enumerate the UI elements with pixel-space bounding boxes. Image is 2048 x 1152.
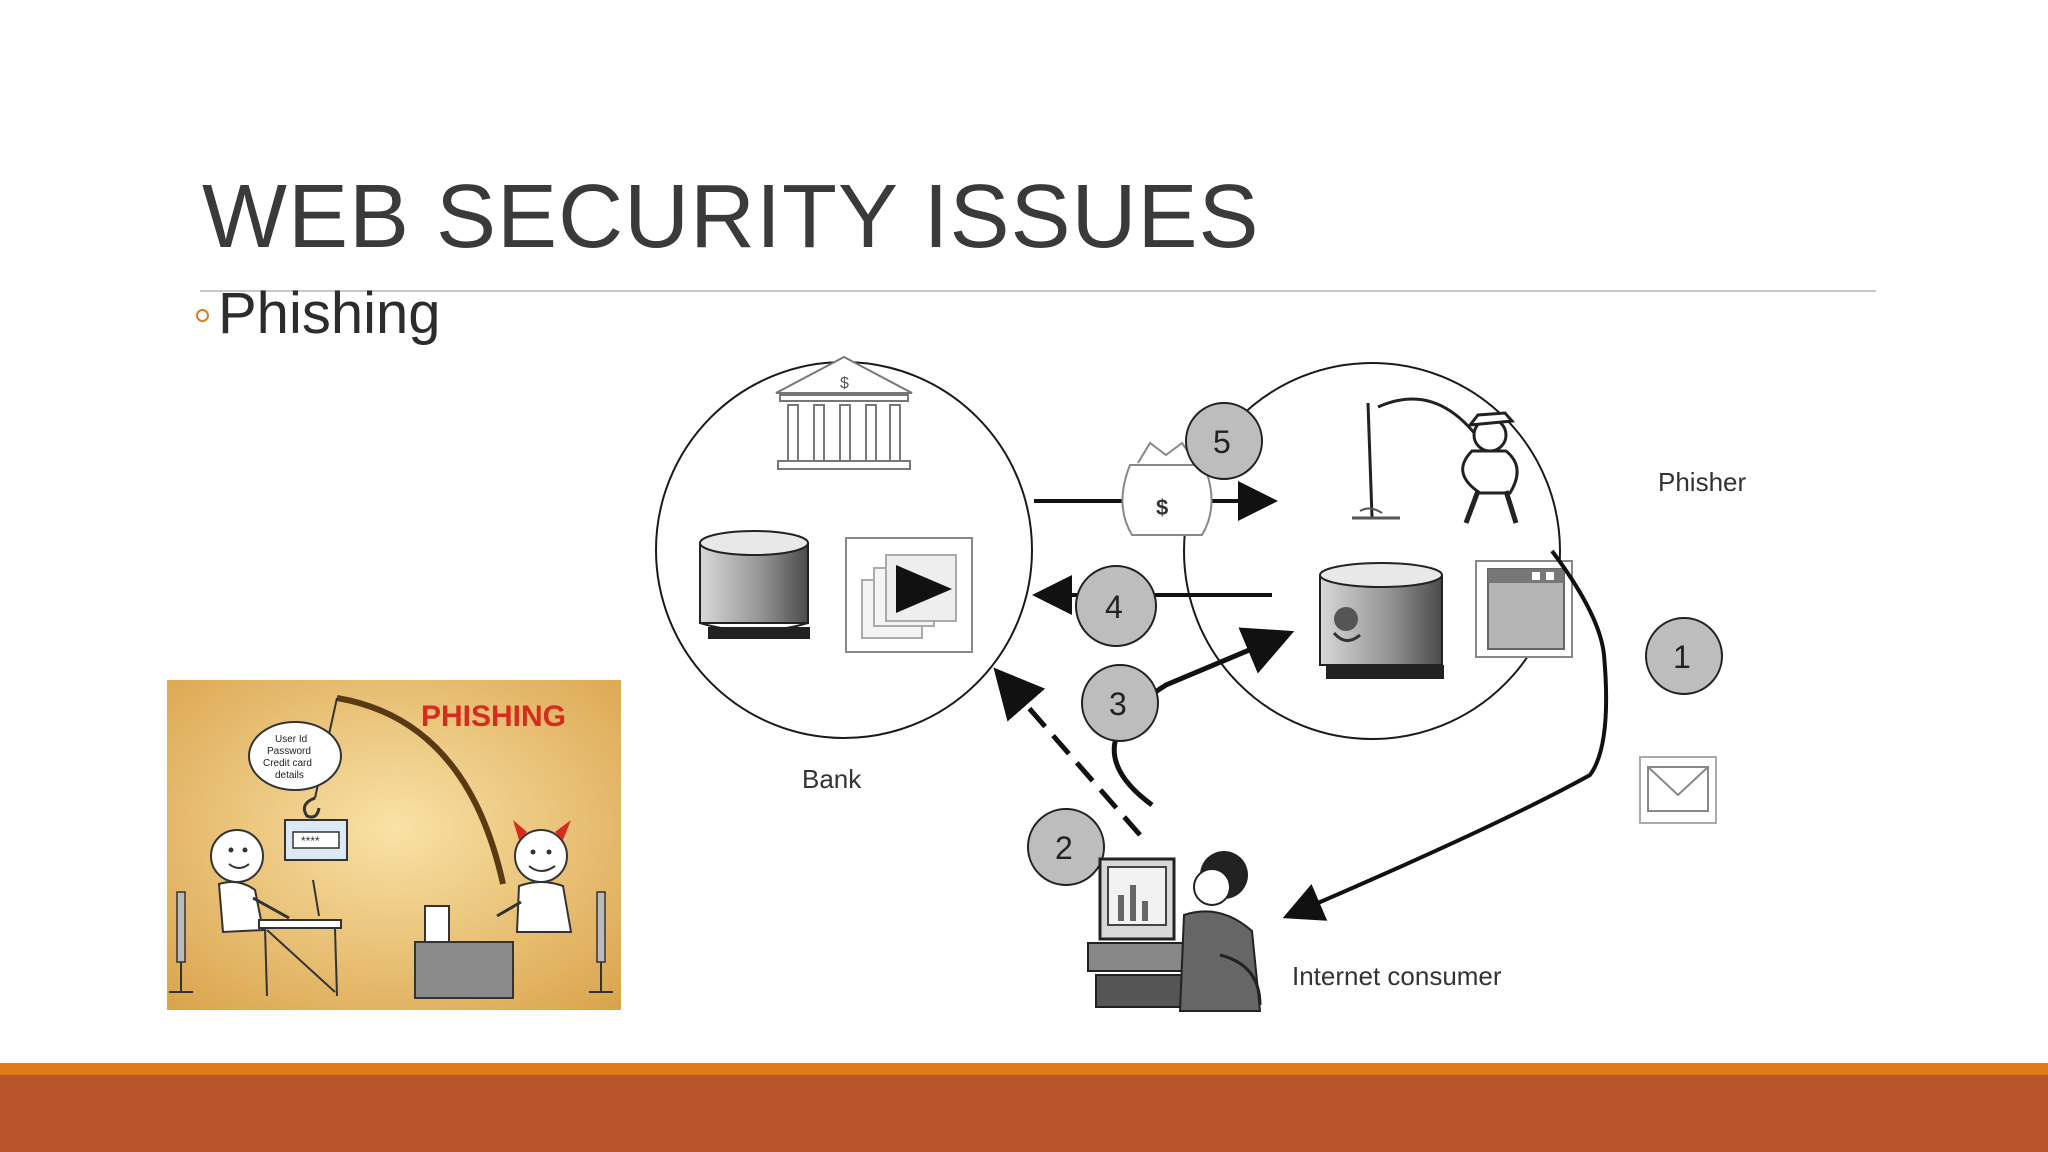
internet-consumer-label: Internet consumer: [1292, 961, 1502, 991]
step-3-label: 3: [1109, 686, 1127, 722]
footer-accent-stripe: [0, 1063, 2048, 1075]
step-4-connection: 4: [1032, 565, 1272, 647]
bullet-circle-icon: [196, 309, 209, 323]
fisherman-icon: [1352, 397, 1519, 524]
footer-bar: [0, 1075, 2048, 1152]
consumer-computer-icon: [1087, 857, 1199, 1008]
bank-dollar-label: $: [840, 375, 849, 392]
title-divider: [200, 290, 1876, 292]
stolen-data-bubble: User Id Password Credit card details: [248, 721, 342, 791]
password-mask: ****: [301, 834, 320, 848]
bullet-text: Phishing: [218, 281, 441, 346]
phisher-database-icon: [1319, 562, 1444, 679]
bank-label: Bank: [802, 764, 862, 794]
bubble-line-4: details: [275, 770, 304, 781]
step-5-connection: $ 5: [1034, 402, 1278, 536]
step-5-label: 5: [1213, 424, 1231, 460]
phishing-cartoon-image: PHISHING User Id Password Credit card de…: [167, 680, 621, 1010]
bubble-line-2: Password: [267, 746, 311, 757]
internet-consumer-node: [1087, 851, 1262, 1012]
bank-database-icon: [699, 530, 810, 639]
bank-building-icon: $: [775, 355, 913, 470]
consumer-person-icon: [1178, 851, 1262, 1012]
hooked-login-card: ****: [284, 796, 348, 861]
victim-figure: [169, 829, 342, 997]
bubble-line-1: User Id: [275, 734, 307, 745]
hacker-devil-figure: [414, 820, 613, 999]
phisher-label: Phisher: [1658, 467, 1746, 497]
bank-webpage-icon: [845, 537, 973, 653]
step-1-connection: 1: [1282, 549, 1723, 921]
slide-title: WEB SECURITY ISSUES: [202, 167, 1260, 267]
step-2-connection: 2: [993, 667, 1142, 886]
step-2-label: 2: [1055, 830, 1073, 866]
cartoon-title: PHISHING: [421, 700, 566, 733]
step-3-connection: 3: [1081, 627, 1295, 808]
step-4-label: 4: [1105, 589, 1123, 625]
money-bag-icon: $: [1121, 441, 1213, 536]
bubble-line-3: Credit card: [263, 758, 312, 769]
bullet-item: Phishing: [196, 282, 440, 346]
bank-node: $: [655, 355, 1033, 739]
phishing-flow-diagram: $ Bank: [655, 355, 1746, 1012]
step-1-label: 1: [1673, 639, 1691, 675]
phisher-browser-icon: [1475, 560, 1573, 658]
money-bag-label: $: [1156, 495, 1168, 520]
email-envelope-icon: [1639, 756, 1717, 824]
